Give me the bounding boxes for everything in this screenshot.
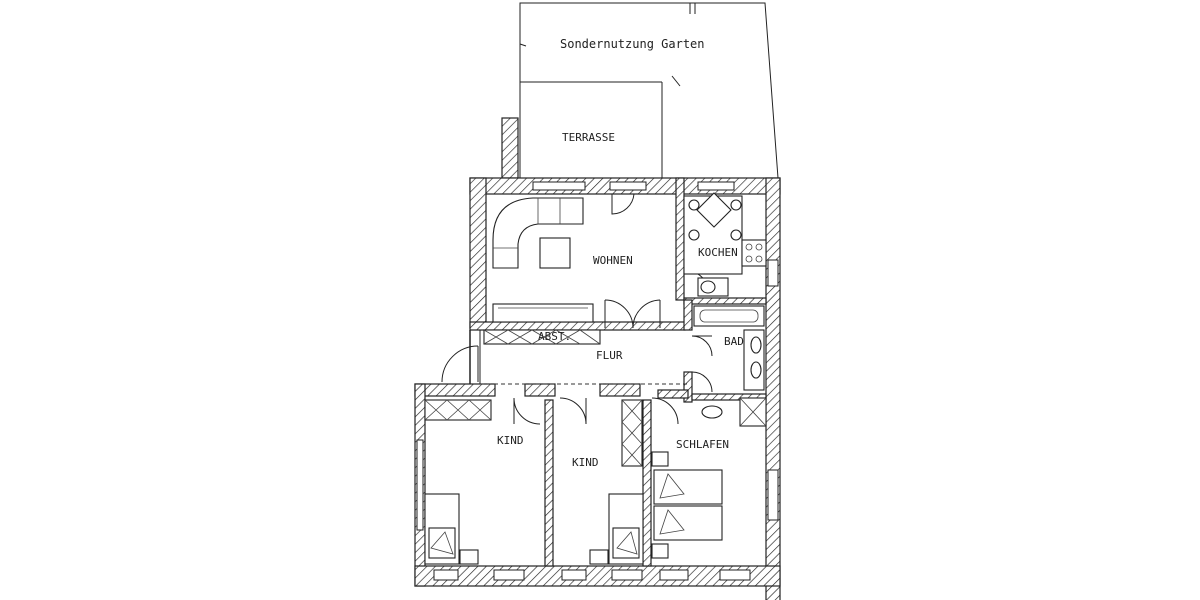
label-garden: Sondernutzung Garten	[560, 37, 705, 51]
closet	[483, 329, 601, 345]
bedroom-furniture	[651, 451, 723, 559]
label-child-1: KIND	[497, 434, 524, 447]
terrace-area	[501, 117, 519, 179]
room-labels: Sondernutzung Garten TERRASSE WOHNEN KOC…	[497, 37, 744, 469]
hall-area	[469, 330, 690, 385]
kitchen-furniture	[683, 192, 767, 297]
label-terrace: TERRASSE	[562, 131, 615, 144]
walls	[414, 177, 781, 600]
label-child-2: KIND	[572, 456, 599, 469]
label-living: WOHNEN	[593, 254, 633, 267]
garden-area	[519, 2, 779, 179]
label-bath: BAD	[724, 335, 744, 348]
kid-room-1-furniture	[424, 399, 492, 565]
living-furniture	[492, 197, 594, 323]
label-hall: FLUR	[596, 349, 623, 362]
label-closet: ABST.	[538, 330, 571, 343]
label-kitchen: KOCHEN	[698, 246, 738, 259]
label-bedroom: SCHLAFEN	[676, 438, 729, 451]
bath-fixtures	[693, 305, 767, 427]
kid-room-2-furniture	[589, 399, 644, 565]
